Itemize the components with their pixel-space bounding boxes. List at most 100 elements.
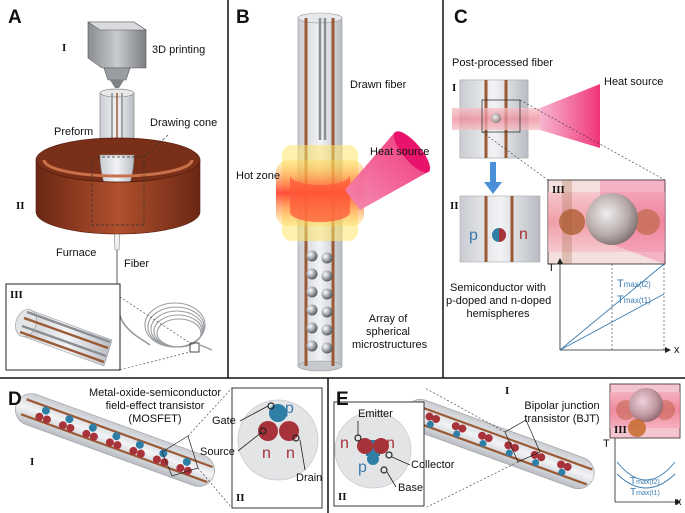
device-n-dot bbox=[451, 422, 460, 431]
device-n-dot bbox=[58, 421, 67, 430]
panel-d-roman-ii: II bbox=[236, 492, 245, 504]
label-emitter: Emitter bbox=[358, 408, 393, 420]
microsphere bbox=[306, 340, 318, 352]
axis-t-e: T bbox=[603, 438, 610, 450]
device-n-dot bbox=[66, 424, 75, 433]
label-drawn-fiber: Drawn fiber bbox=[350, 79, 407, 91]
label-mosfet-line1: Metal-oxide-semiconductor bbox=[88, 387, 222, 399]
panel-c-roman-i: I bbox=[452, 82, 457, 94]
panel-c-graphics bbox=[452, 79, 671, 353]
device-p-dot bbox=[135, 440, 144, 449]
tmax-t2-e: Tmax(t2) bbox=[630, 476, 660, 487]
label-bjt-line1: Bipolar junction bbox=[524, 400, 600, 412]
tmax-t1-c: Tmax(t1) bbox=[617, 294, 651, 306]
microsphere bbox=[321, 270, 333, 282]
device-p-dot bbox=[112, 432, 121, 441]
device-n-dot bbox=[563, 462, 572, 471]
panel-a-roman-ii: II bbox=[16, 200, 25, 212]
device-n-dot bbox=[557, 460, 566, 469]
device-p-dot bbox=[41, 406, 50, 415]
label-p-c: p bbox=[469, 227, 478, 244]
device-n-dot bbox=[537, 453, 546, 462]
label-furnace: Furnace bbox=[56, 247, 97, 259]
label-bjt-line2: transistor (BJT) bbox=[524, 413, 600, 425]
device-n-dot bbox=[35, 412, 44, 421]
device-n-dot bbox=[176, 464, 185, 473]
label-n1-e: n bbox=[340, 435, 349, 452]
panel-e-graphics bbox=[333, 383, 681, 509]
label-drawing-cone: Drawing cone bbox=[150, 117, 218, 129]
panel-e-roman-iii: III bbox=[614, 424, 627, 436]
label-array-line3: microstructures bbox=[352, 339, 428, 351]
microsphere bbox=[321, 306, 333, 318]
panel-d-roman-i: I bbox=[30, 456, 35, 468]
label-semi-line2: p-doped and n-doped bbox=[446, 295, 552, 307]
panel-a-roman-i: I bbox=[62, 42, 67, 54]
device-p-dot bbox=[532, 459, 540, 467]
panel-a-roman-iii: III bbox=[10, 289, 23, 301]
device-n-dot bbox=[113, 441, 122, 450]
panel-a-graphics bbox=[5, 21, 213, 371]
microsphere bbox=[306, 268, 318, 280]
panel-b-letter: B bbox=[236, 7, 250, 28]
label-gate: Gate bbox=[212, 415, 236, 427]
label-fiber: Fiber bbox=[124, 258, 150, 270]
panel-e-letter: E bbox=[336, 389, 349, 410]
label-collector: Collector bbox=[411, 459, 455, 471]
device-p-dot bbox=[558, 468, 566, 476]
label-n1-d: n bbox=[262, 445, 271, 462]
device-n-dot bbox=[530, 450, 539, 459]
label-p-d: p bbox=[285, 400, 294, 417]
panel-e-roman-i: I bbox=[505, 385, 510, 397]
microsphere bbox=[321, 252, 333, 264]
label-array-line2: spherical bbox=[365, 326, 411, 338]
panel-b-graphics bbox=[276, 12, 431, 372]
device-n-dot bbox=[484, 434, 493, 443]
device-n-dot bbox=[478, 431, 487, 440]
device-n-dot bbox=[152, 455, 161, 464]
label-drain: Drain bbox=[296, 472, 323, 484]
device-p-dot bbox=[65, 415, 74, 424]
microsphere bbox=[306, 286, 318, 298]
device-n-dot bbox=[129, 446, 138, 455]
label-heat-source-c: Heat source bbox=[604, 76, 664, 88]
panel-c-roman-iii: III bbox=[552, 184, 565, 196]
device-n-dot bbox=[136, 449, 145, 458]
label-mosfet-line3: (MOSFET) bbox=[128, 413, 182, 425]
device-p-dot bbox=[182, 457, 191, 466]
microsphere bbox=[321, 342, 333, 354]
device-n-dot bbox=[42, 415, 51, 424]
label-semi-line3: hemispheres bbox=[466, 308, 530, 320]
label-source: Source bbox=[200, 446, 235, 458]
panel-d-graphics bbox=[15, 387, 323, 509]
device-n-dot bbox=[432, 414, 441, 423]
panel-e-roman-ii: II bbox=[338, 491, 347, 503]
label-array-line1: Array of bbox=[368, 313, 408, 325]
device-n-dot bbox=[458, 424, 467, 433]
device-n-dot bbox=[82, 429, 91, 438]
axis-t-c: T bbox=[548, 262, 555, 274]
microsphere bbox=[321, 324, 333, 336]
device-p-dot bbox=[159, 449, 168, 458]
panel-a-letter: A bbox=[8, 7, 22, 28]
label-n2-e: n bbox=[386, 435, 395, 452]
label-base: Base bbox=[398, 482, 424, 494]
label-semi-line1: Semiconductor with bbox=[450, 282, 546, 294]
panel-c-roman-ii: II bbox=[450, 200, 459, 212]
tmax-t1-e: Tmax(t1) bbox=[630, 487, 660, 498]
device-n-dot bbox=[160, 458, 169, 467]
panel-d-letter: D bbox=[8, 389, 22, 410]
device-p-dot bbox=[426, 420, 434, 428]
label-preform: Preform bbox=[54, 126, 94, 138]
label-n-c: n bbox=[519, 226, 528, 243]
axis-x-c: x bbox=[674, 344, 680, 356]
microsphere bbox=[306, 250, 318, 262]
tmax-t2-c: Tmax(t2) bbox=[617, 278, 651, 290]
label-heat-source-b: Heat source bbox=[370, 146, 430, 158]
label-n2-d: n bbox=[286, 445, 295, 462]
device-n-dot bbox=[425, 412, 434, 421]
label-mosfet-line2: field-effect transistor bbox=[105, 400, 205, 412]
